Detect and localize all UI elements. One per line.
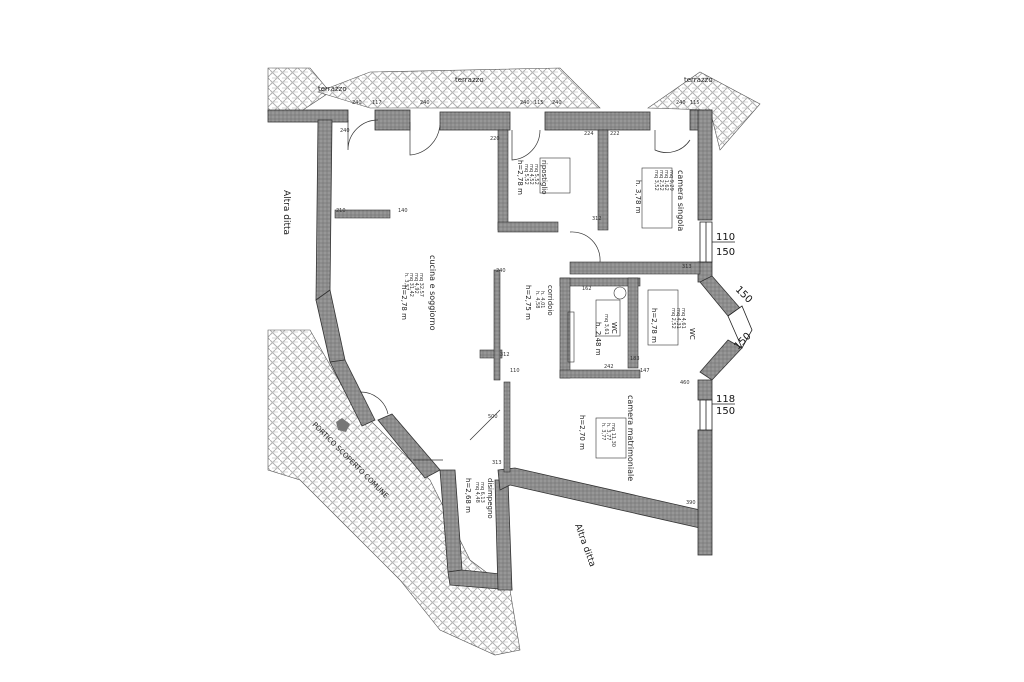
exterior-walls [267,109,743,591]
sd-1: 117 [372,100,382,106]
dim-118: 118 [716,394,735,405]
room-height-camera-matrimoniale: h=2,70 m [578,415,586,450]
room-area-ripostiglio-2: mq 4,52 [528,164,534,185]
fixtures [539,157,679,459]
sd-26: 312 [592,216,602,222]
room-name-camera-singola: camera singola [676,170,685,231]
room-ripostiglio: ripostiglio h=2,78 m mq 5,52 mq 4,52 mq … [516,160,548,195]
room-area-cm-1: mq 11,30 [610,423,616,447]
dimension-right-upper: 110 150 [712,232,735,258]
room-height-wc-small: h. 2,48 m [594,322,602,356]
terrace-top [267,67,761,151]
room-area-corridoio-2: h. 4,58 [534,291,540,308]
room-area-wc-large-1: mq 4,61 [680,308,686,329]
room-area-cucina-3: mq 31,42 [408,273,414,297]
terrace-label-center: terrazzo [455,76,484,84]
sd-22: 390 [686,500,696,506]
terrace-label-right: terrazzo [684,76,713,84]
room-area-cm-2: h. 3,77 [605,423,611,440]
sd-5: 240 [552,100,562,106]
room-disimpegno: disimpegno h=2,68 m mq 6,13 mq 4,48 [464,478,494,519]
sd-0: 240 [352,100,362,106]
room-wc-large: WC h=2,78 m mq 4,61 mq 4,31 mq 2,52 [650,308,696,343]
room-area-cs-1: mq 9,29 [668,170,674,191]
small-dimensions: 240 117 240 240 115 240 240 115 240 220 … [336,100,700,506]
sd-3: 240 [520,100,530,106]
room-area-cucina-1: mq 32,57 [418,273,424,297]
sd-2: 240 [420,100,430,106]
room-name-wc-small: WC [610,322,618,334]
sd-7: 115 [690,100,700,106]
dim-150-a: 150 [716,247,735,258]
north-marker [336,418,350,432]
room-height-ripostiglio: h=2,78 m [516,160,524,195]
dim-150-b: 150 [716,406,735,417]
room-area-cucina-2: mq 4,92 [413,273,419,294]
room-area-ripostiglio-1: mq 5,52 [533,164,539,185]
sd-14: 240 [496,268,506,274]
dim-110: 110 [716,232,735,243]
sd-24: 500 [488,414,498,420]
room-height-wc-large: h=2,78 m [650,308,658,343]
room-name-ripostiglio: ripostiglio [540,160,548,195]
dim-150-c: 150 [733,284,754,305]
room-name-camera-matrimoniale: camera matrimoniale [626,395,635,481]
sd-10: 224 [584,131,594,137]
room-cucina: cucina e soggiorno h=2,78 m mq 32,57 mq … [400,255,437,331]
room-area-wc-large-3: mq 2,52 [670,308,676,329]
door-swings [347,119,691,461]
room-camera-singola: camera singola h. 3,78 m mq 9,29 mq 1,62… [634,170,685,231]
room-area-cs-3: mq 2,52 [658,170,664,191]
sd-17: 313 [682,264,692,270]
sd-16: 162 [582,286,592,292]
altra-ditta-left: Altra ditta [281,190,291,235]
room-area-cs-2: mq 1,62 [663,170,669,191]
room-camera-matrimoniale: camera matrimoniale h=2,70 m mq 11,30 h.… [578,395,635,481]
room-area-ripostiglio-3: mq 5,52 [523,164,529,185]
sd-20: 147 [640,368,650,374]
sd-4: 115 [534,100,544,106]
sd-8: 240 [340,128,350,134]
room-name-disimpegno: disimpegno [486,478,494,519]
sd-23: 312 [500,352,510,358]
room-name-corridoio: corridoio [546,285,554,316]
sd-9: 220 [490,136,500,142]
room-area-cm-3: h. 3,77 [600,423,606,440]
room-height-cucina: h=2,78 m [400,285,408,320]
room-area-cucina-4: h. 3,57 [403,273,409,290]
sd-15: 110 [510,368,520,374]
room-wc-small: WC h. 2,48 m mq 3,61 [594,314,618,356]
sd-12: 210 [336,208,346,214]
sd-11: 222 [610,131,620,137]
room-name-cucina: cucina e soggiorno [428,255,437,331]
sd-19: 242 [604,364,614,370]
room-name-wc-large: WC [688,328,696,340]
altra-ditta-bottom: Altra ditta [572,523,597,569]
room-height-camera-singola: h. 3,78 m [634,180,642,214]
sd-6: 240 [676,100,686,106]
sd-18: 183 [630,356,640,362]
room-height-disimpegno: h=2,68 m [464,478,472,513]
room-area-wc-small-1: mq 3,61 [603,314,609,335]
interior-walls [334,129,701,473]
sd-13: 140 [398,208,408,214]
room-area-disimpegno-1: mq 6,13 [479,482,485,503]
sd-21: 460 [680,380,690,386]
room-area-disimpegno-2: mq 4,48 [474,482,480,503]
room-area-corridoio-1: h. 4,01 [539,291,545,308]
room-area-cs-4: mq 3,52 [653,170,659,191]
sd-25: 313 [492,460,502,466]
room-corridoio: corridoio h=2,75 m h. 4,01 h. 4,58 [524,285,554,320]
room-height-corridoio: h=2,75 m [524,285,532,320]
room-area-wc-large-2: mq 4,31 [675,308,681,329]
dimension-right-lower: 118 150 [712,394,735,417]
windows [699,221,753,431]
terrace-label-left: terrazzo [318,85,347,93]
